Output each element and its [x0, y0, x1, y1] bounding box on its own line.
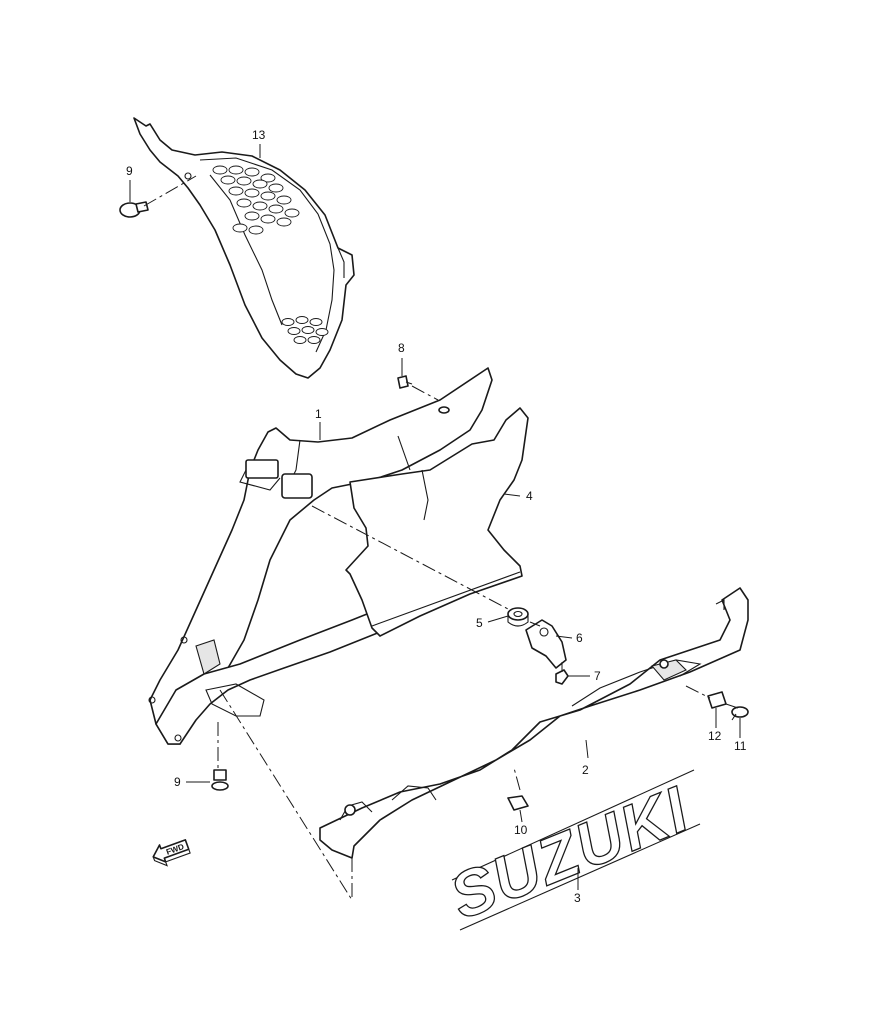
- part-10-grommet: [507, 795, 529, 811]
- callout-8: 8: [398, 341, 405, 355]
- callout-12: 12: [708, 729, 722, 743]
- part-9-fastener-top: [119, 201, 149, 218]
- callout-1: 1: [315, 407, 322, 421]
- callout-13: 13: [252, 128, 266, 142]
- callout-10: 10: [514, 823, 528, 837]
- part-13-inner-cover: [133, 117, 355, 379]
- part-6-bracket: [525, 619, 567, 669]
- part-11-bolt: [731, 706, 749, 721]
- grille-mesh-upper: [212, 165, 300, 235]
- part-8-screw: [397, 375, 413, 389]
- leader-lines: [129, 144, 741, 890]
- part-12-grommet: [707, 691, 727, 709]
- callout-2: 2: [582, 763, 589, 777]
- grille-mesh-lower: [281, 316, 329, 344]
- part-7-bolt: [555, 669, 569, 685]
- part-2-lower-side-cover: [319, 587, 749, 859]
- emblem-text: SUZUKI: [440, 772, 699, 932]
- part-5-grommet: [507, 607, 529, 627]
- part-4-side-plate: [345, 407, 529, 637]
- callout-7: 7: [594, 669, 601, 683]
- fwd-arrow-icon: FWD: [152, 839, 191, 867]
- callout-11: 11: [734, 739, 747, 753]
- callout-3: 3: [574, 891, 581, 905]
- callout-9-bottom: 9: [174, 775, 181, 789]
- callout-5: 5: [476, 616, 483, 630]
- callout-labels: 1 2 3 4 5 6 7 8 9 9 10 11 12 13: [126, 128, 747, 905]
- part-3-suzuki-emblem: SUZUKI: [440, 769, 701, 934]
- callout-6: 6: [576, 631, 583, 645]
- callout-4: 4: [526, 489, 533, 503]
- part-9-fastener-bottom: [211, 769, 229, 791]
- assembly-lines: [143, 175, 739, 901]
- callout-9-top: 9: [126, 164, 133, 178]
